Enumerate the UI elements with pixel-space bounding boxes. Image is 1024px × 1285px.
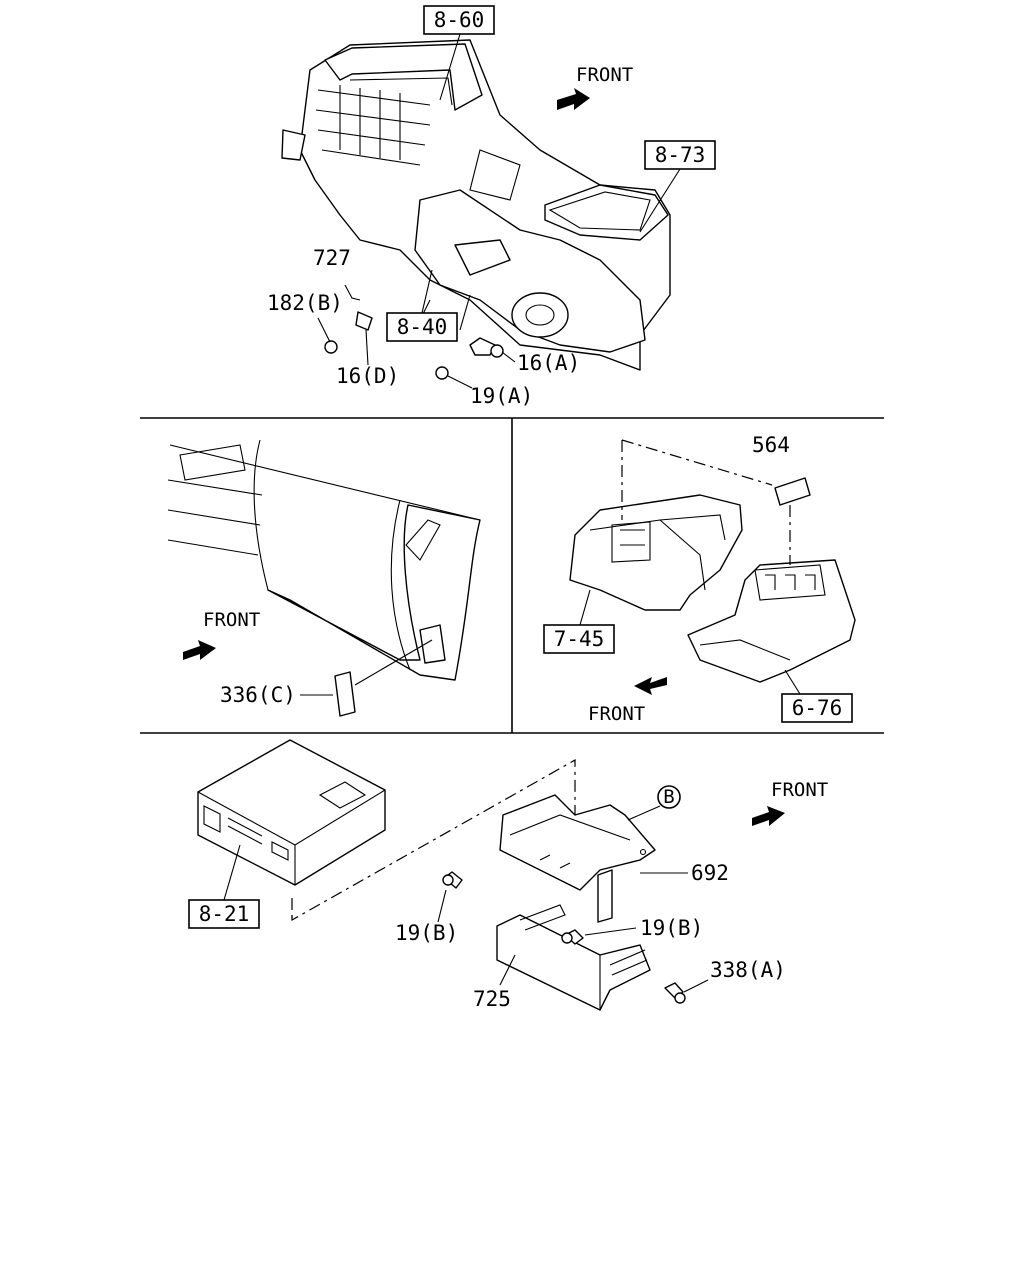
ref-label: 8-60 (434, 8, 485, 32)
part-label-182b: 182(B) (267, 291, 343, 315)
part-label-19b-right: 19(B) (640, 916, 703, 940)
console-panel: 564 7-45 6-76 FRONT (543, 433, 856, 725)
part-label-19b-left: 19(B) (395, 921, 458, 945)
ref-box-8-73[interactable]: 8-73 (644, 140, 716, 170)
front-label: FRONT (203, 609, 260, 631)
ref-box-6-76[interactable]: 6-76 (781, 693, 853, 723)
front-arrow-radio: FRONT (752, 779, 828, 826)
console-front-drawing (569, 494, 743, 611)
callout-label: B (663, 786, 674, 808)
ref-label: 8-21 (199, 902, 250, 926)
ref-box-8-40[interactable]: 8-40 (386, 312, 458, 342)
part-label-16a: 16(A) (517, 351, 580, 375)
ref-label: 8-73 (655, 143, 706, 167)
pocket-725 (496, 904, 651, 1011)
part-label-338a: 338(A) (710, 958, 786, 982)
ref-box-7-45[interactable]: 7-45 (543, 624, 615, 654)
hvac-panel: 8-60 8-73 8-40 727 182(B) 16(D) 16(A) 19… (267, 5, 716, 408)
radio-panel: 8-21 692 19(B) 19(B) 725 338(A) B FRONT (188, 739, 828, 1011)
front-arrow-console: FRONT (588, 677, 667, 725)
ref-box-8-60[interactable]: 8-60 (423, 5, 495, 35)
radio-unit-drawing (197, 739, 386, 886)
bracket-692 (499, 794, 656, 923)
front-label: FRONT (771, 779, 828, 801)
ref-label: 6-76 (792, 696, 843, 720)
screws-radio (442, 871, 686, 1004)
dash-drawing (167, 439, 481, 681)
panel-dividers (140, 417, 884, 734)
dash-side-panel: 336(C) FRONT (167, 439, 481, 717)
part-label-336c: 336(C) (220, 683, 296, 707)
part-label-19a: 19(A) (470, 384, 533, 408)
part-label-692: 692 (691, 861, 729, 885)
part-336c (334, 671, 356, 717)
hvac-unit-drawing (281, 39, 671, 380)
part-label-564: 564 (752, 433, 790, 457)
front-label: FRONT (588, 703, 645, 725)
front-arrow-hvac: FRONT (557, 64, 633, 110)
ref-box-8-21[interactable]: 8-21 (188, 899, 260, 929)
ref-label: 8-40 (397, 315, 448, 339)
console-rear-drawing (687, 559, 856, 683)
callout-b: B (657, 785, 681, 809)
part-label-16d: 16(D) (336, 364, 399, 388)
part-label-727: 727 (313, 246, 351, 270)
part-label-725: 725 (473, 987, 511, 1011)
front-arrow-dash: FRONT (183, 609, 260, 660)
ref-label: 7-45 (554, 627, 605, 651)
part-564 (774, 477, 811, 506)
front-label: FRONT (576, 64, 633, 86)
